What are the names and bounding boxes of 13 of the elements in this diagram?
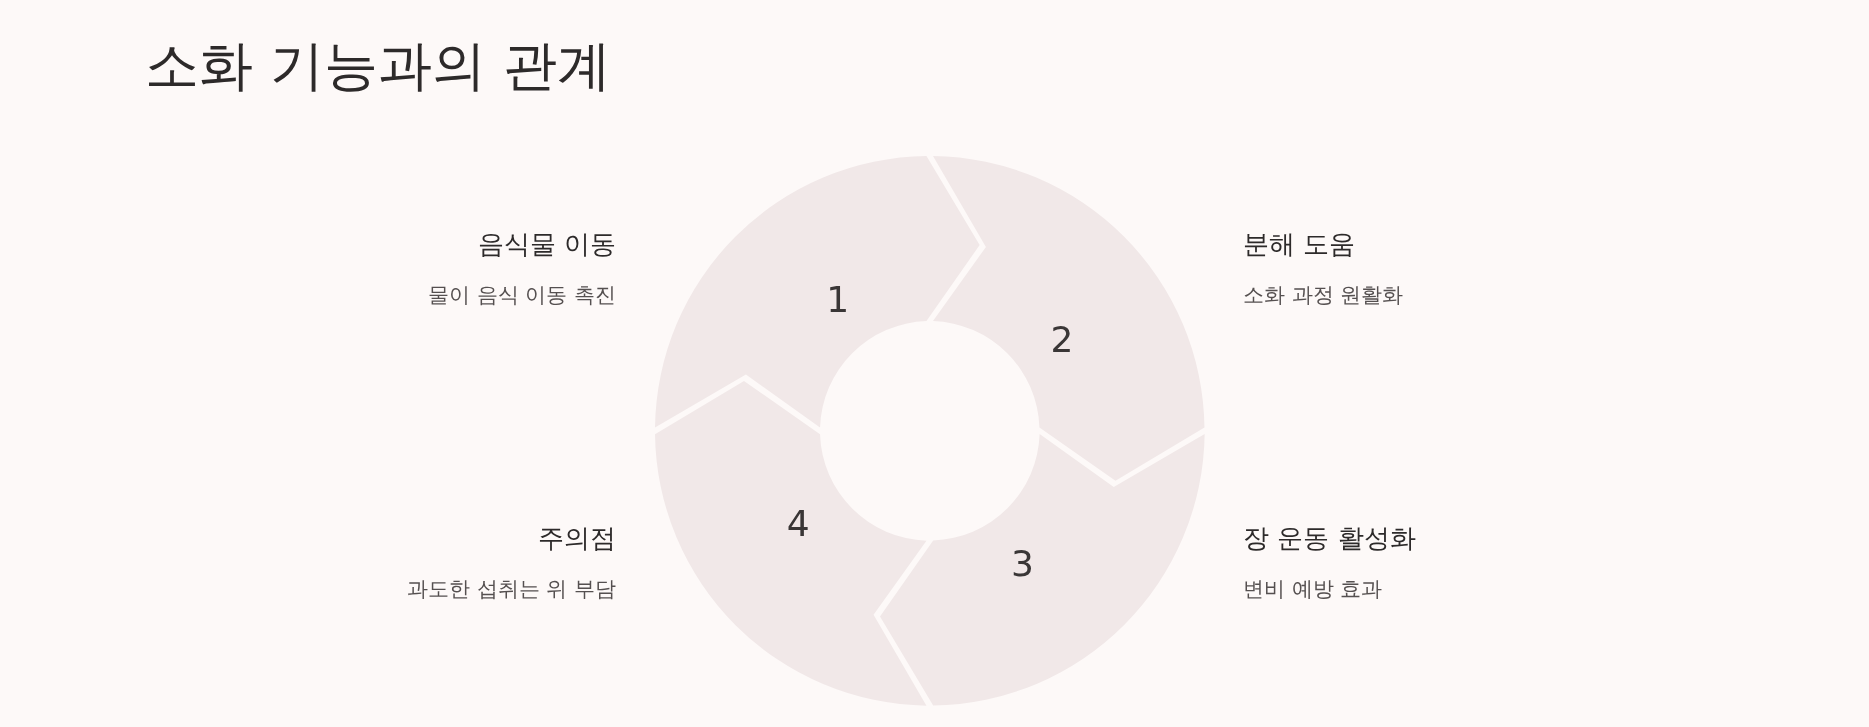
step-number: 2	[1050, 318, 1074, 360]
step-number: 3	[1010, 542, 1034, 584]
step-number: 1	[826, 278, 850, 320]
step-heading: 주의점	[538, 522, 616, 555]
step-heading: 장 운동 활성화	[1243, 522, 1416, 555]
title: 소화 기능과의 관계	[145, 33, 612, 99]
step-description: 과도한 섭취는 위 부담	[406, 576, 616, 603]
step-number: 4	[786, 502, 810, 544]
step-description: 변비 예방 효과	[1243, 576, 1383, 603]
step-description: 물이 음식 이동 촉진	[427, 282, 616, 309]
step-heading: 분해 도움	[1243, 228, 1356, 261]
step-description: 소화 과정 원활화	[1243, 282, 1404, 309]
step-heading: 음식물 이동	[477, 228, 616, 261]
